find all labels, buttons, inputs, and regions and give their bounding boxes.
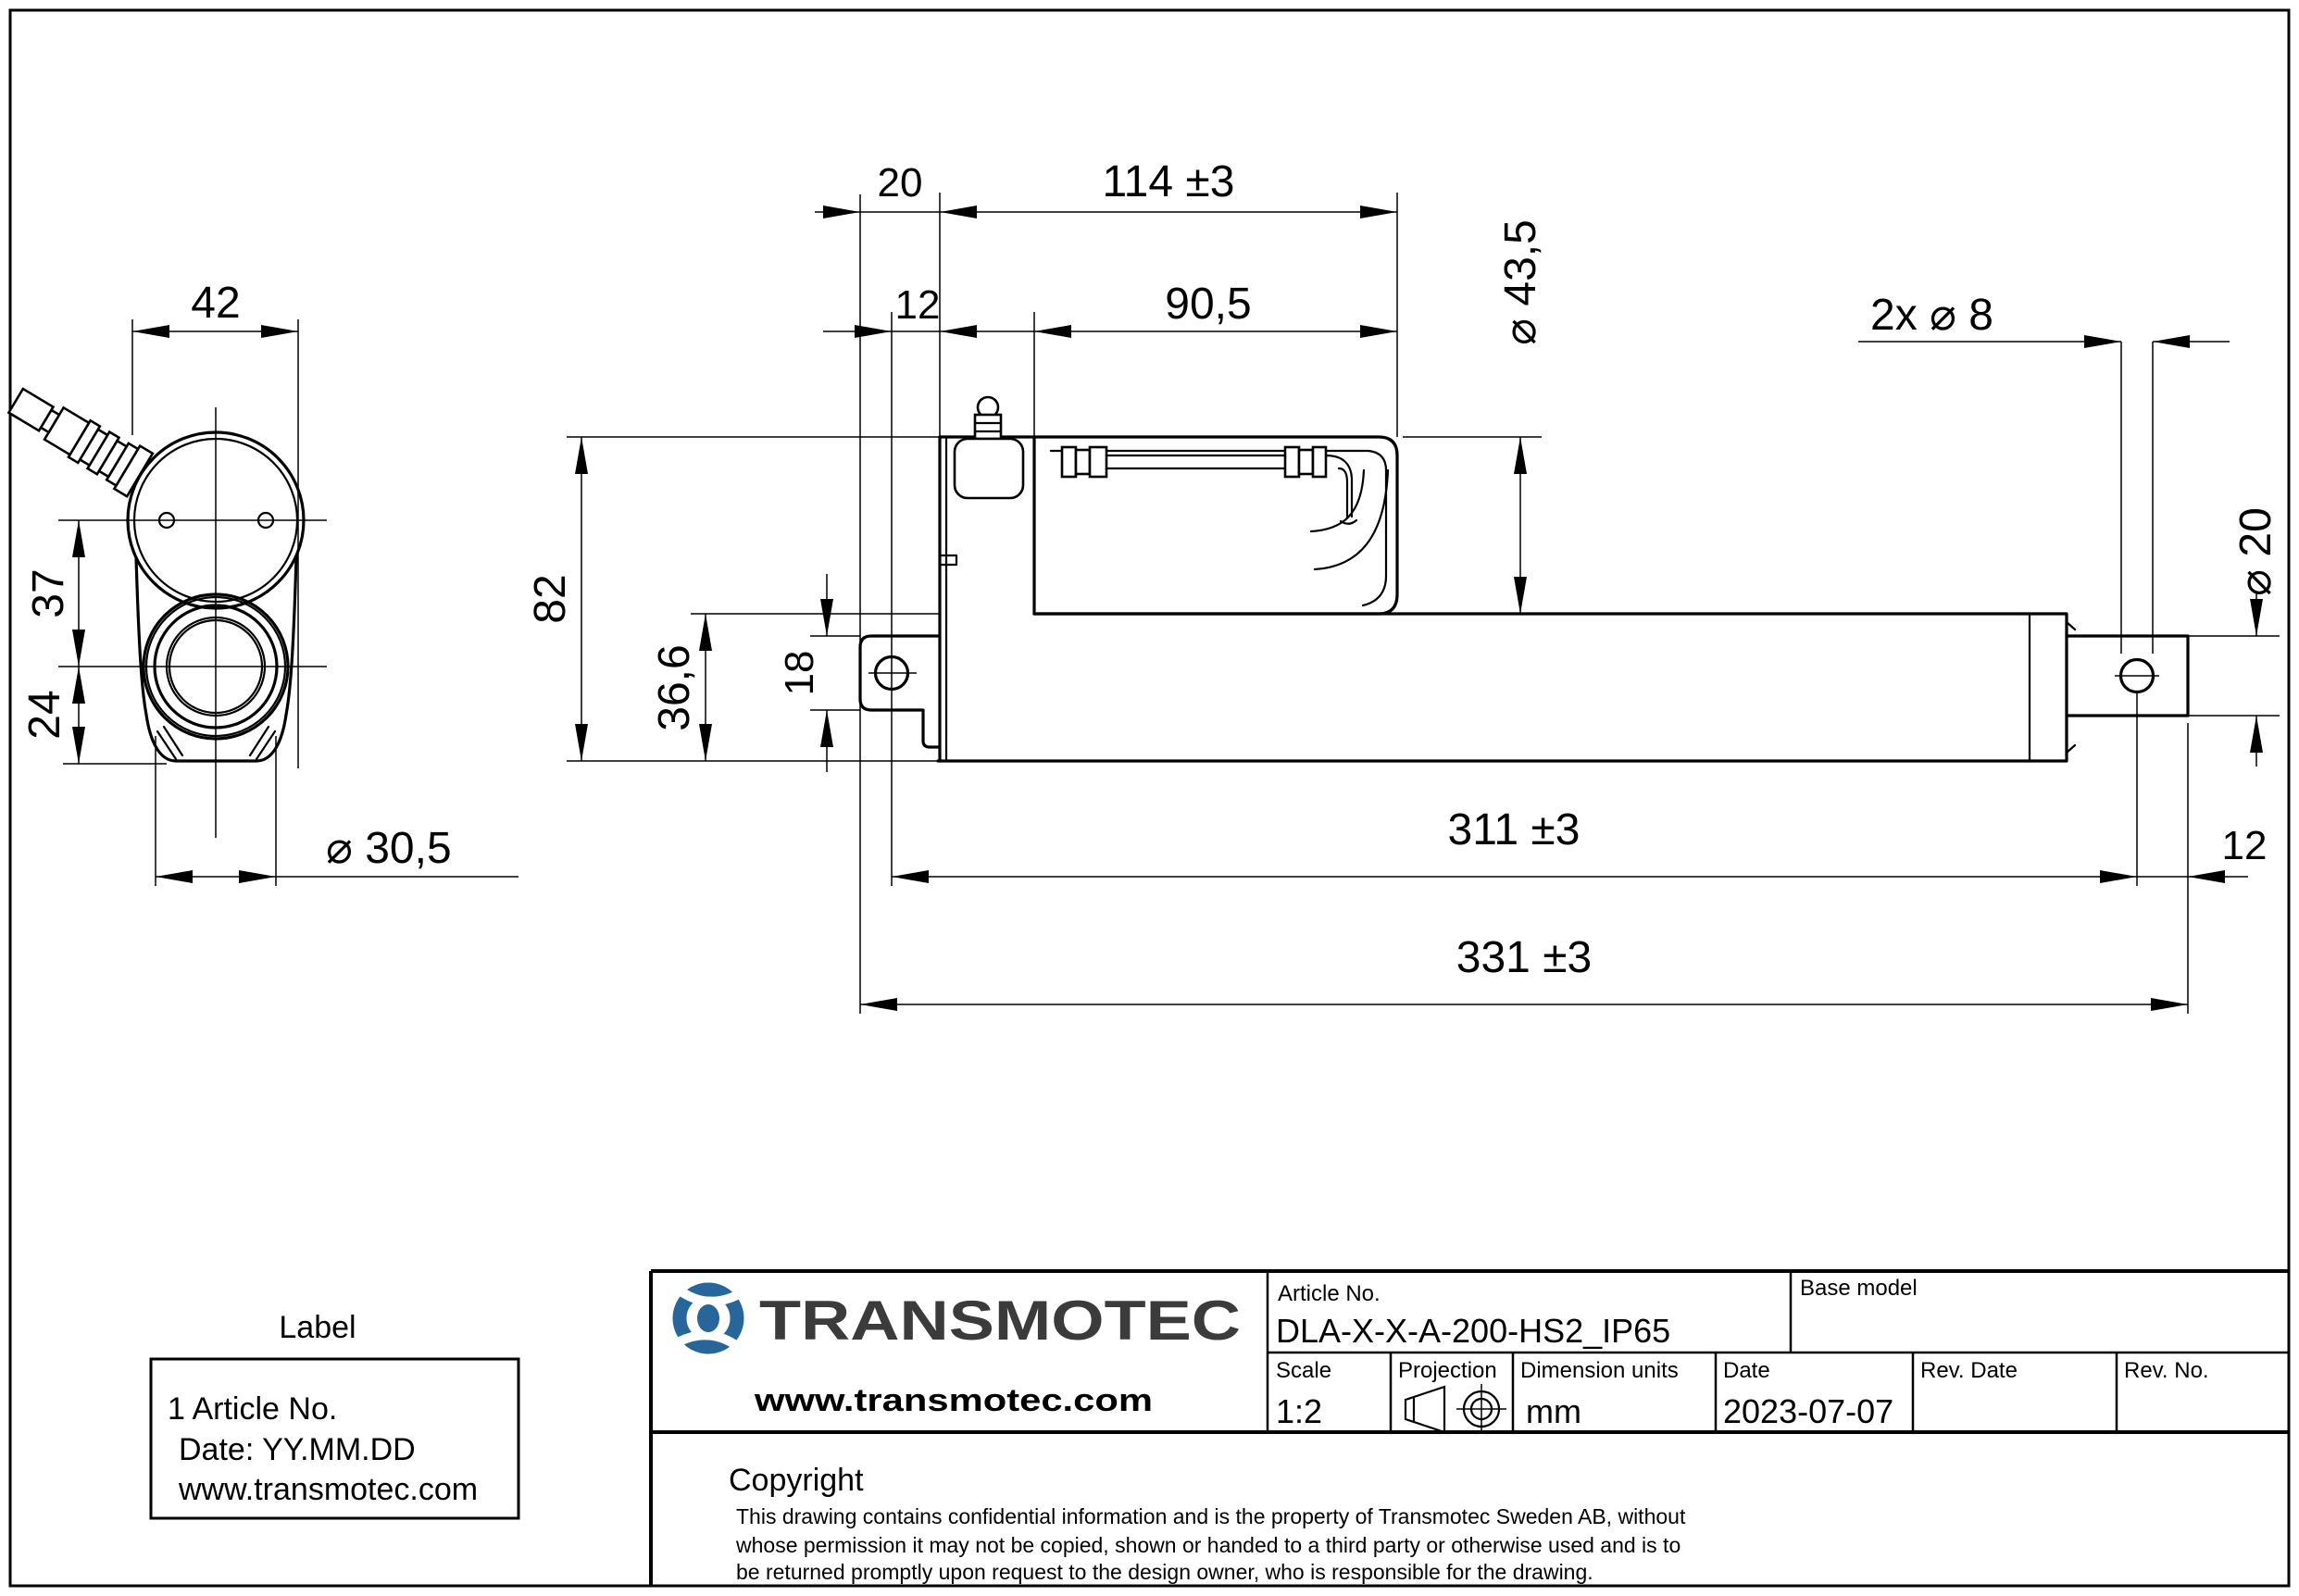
dim-tip-length: 12 [2222,823,2268,868]
dim-housing-diameter: ⌀ 43,5 [1496,219,1545,345]
cable-gland-front-icon [6,387,155,498]
projection-label: Projection [1398,1358,1497,1383]
dim-overall-length: 331 ±3 [1456,933,1592,982]
dim-hole-offset: 12 [895,282,941,328]
dim-mount-holes: 2x ⌀ 8 [1870,291,1993,340]
dim-upper-length: 90,5 [1165,280,1251,329]
brand-wordmark: TRANSMOTEC [759,1290,1241,1352]
title-block: TRANSMOTEC www.transmotec.com Article No… [649,1269,2288,1585]
date-label: Date [1723,1358,1770,1383]
brand-website: www.transmotec.com [754,1383,1153,1418]
dim-height: 82 [526,574,575,623]
label-box-title: Label [279,1310,356,1345]
front-view: 42 37 24 ⌀ 30,5 [6,279,519,886]
label-box-line3: www.transmotec.com [178,1472,478,1507]
label-box-frame [149,1357,520,1520]
dim-rod-diameter: ⌀ 20 [2231,507,2280,596]
date-value: 2023-07-07 [1723,1392,1893,1430]
scale-value: 1:2 [1276,1392,1322,1430]
article-no-value: DLA-X-X-A-200-HS2_IP65 [1276,1312,1670,1350]
dim-front-width: 42 [191,279,240,328]
rev-date-label: Rev. Date [1920,1358,2018,1383]
units-value: mm [1526,1392,1581,1430]
label-box: Label 1 Article No. Date: YY.MM.DD www.t… [149,1310,520,1520]
units-label: Dimension units [1520,1358,1679,1383]
label-box-line1: 1 Article No. [168,1391,337,1427]
article-no-label: Article No. [1278,1281,1381,1306]
sheet-border [8,8,2291,1588]
transmotec-logo-icon [672,1282,744,1354]
dim-hole-span: 311 ±3 [1448,805,1581,854]
copyright-line1: This drawing contains confidential infor… [736,1504,1686,1528]
dim-bracket-height: 18 [777,651,822,696]
dim-rear-depth: 20 [878,160,923,206]
copyright-line3: be returned promptly upon request to the… [736,1560,1593,1584]
label-box-line2: Date: YY.MM.DD [179,1432,416,1467]
side-view: 20 114 ±3 12 90,5 ⌀ 43,5 2x ⌀ 8 ⌀ 20 82 [526,157,2280,1014]
base-model-label: Base model [1800,1276,1918,1301]
dim-front-bore: ⌀ 30,5 [326,824,452,873]
rev-no-label: Rev. No. [2124,1358,2209,1383]
dim-tube-height: 36,6 [650,644,699,730]
dim-body-length: 114 ±3 [1103,157,1235,206]
dim-front-lower: 24 [20,690,69,739]
first-angle-projection-icon [1404,1384,1506,1434]
scale-label: Scale [1276,1358,1331,1383]
copyright-title: Copyright [729,1463,864,1498]
dim-front-upper: 37 [24,568,73,617]
copyright-line2: whose permission it may not be copied, s… [735,1533,1681,1557]
